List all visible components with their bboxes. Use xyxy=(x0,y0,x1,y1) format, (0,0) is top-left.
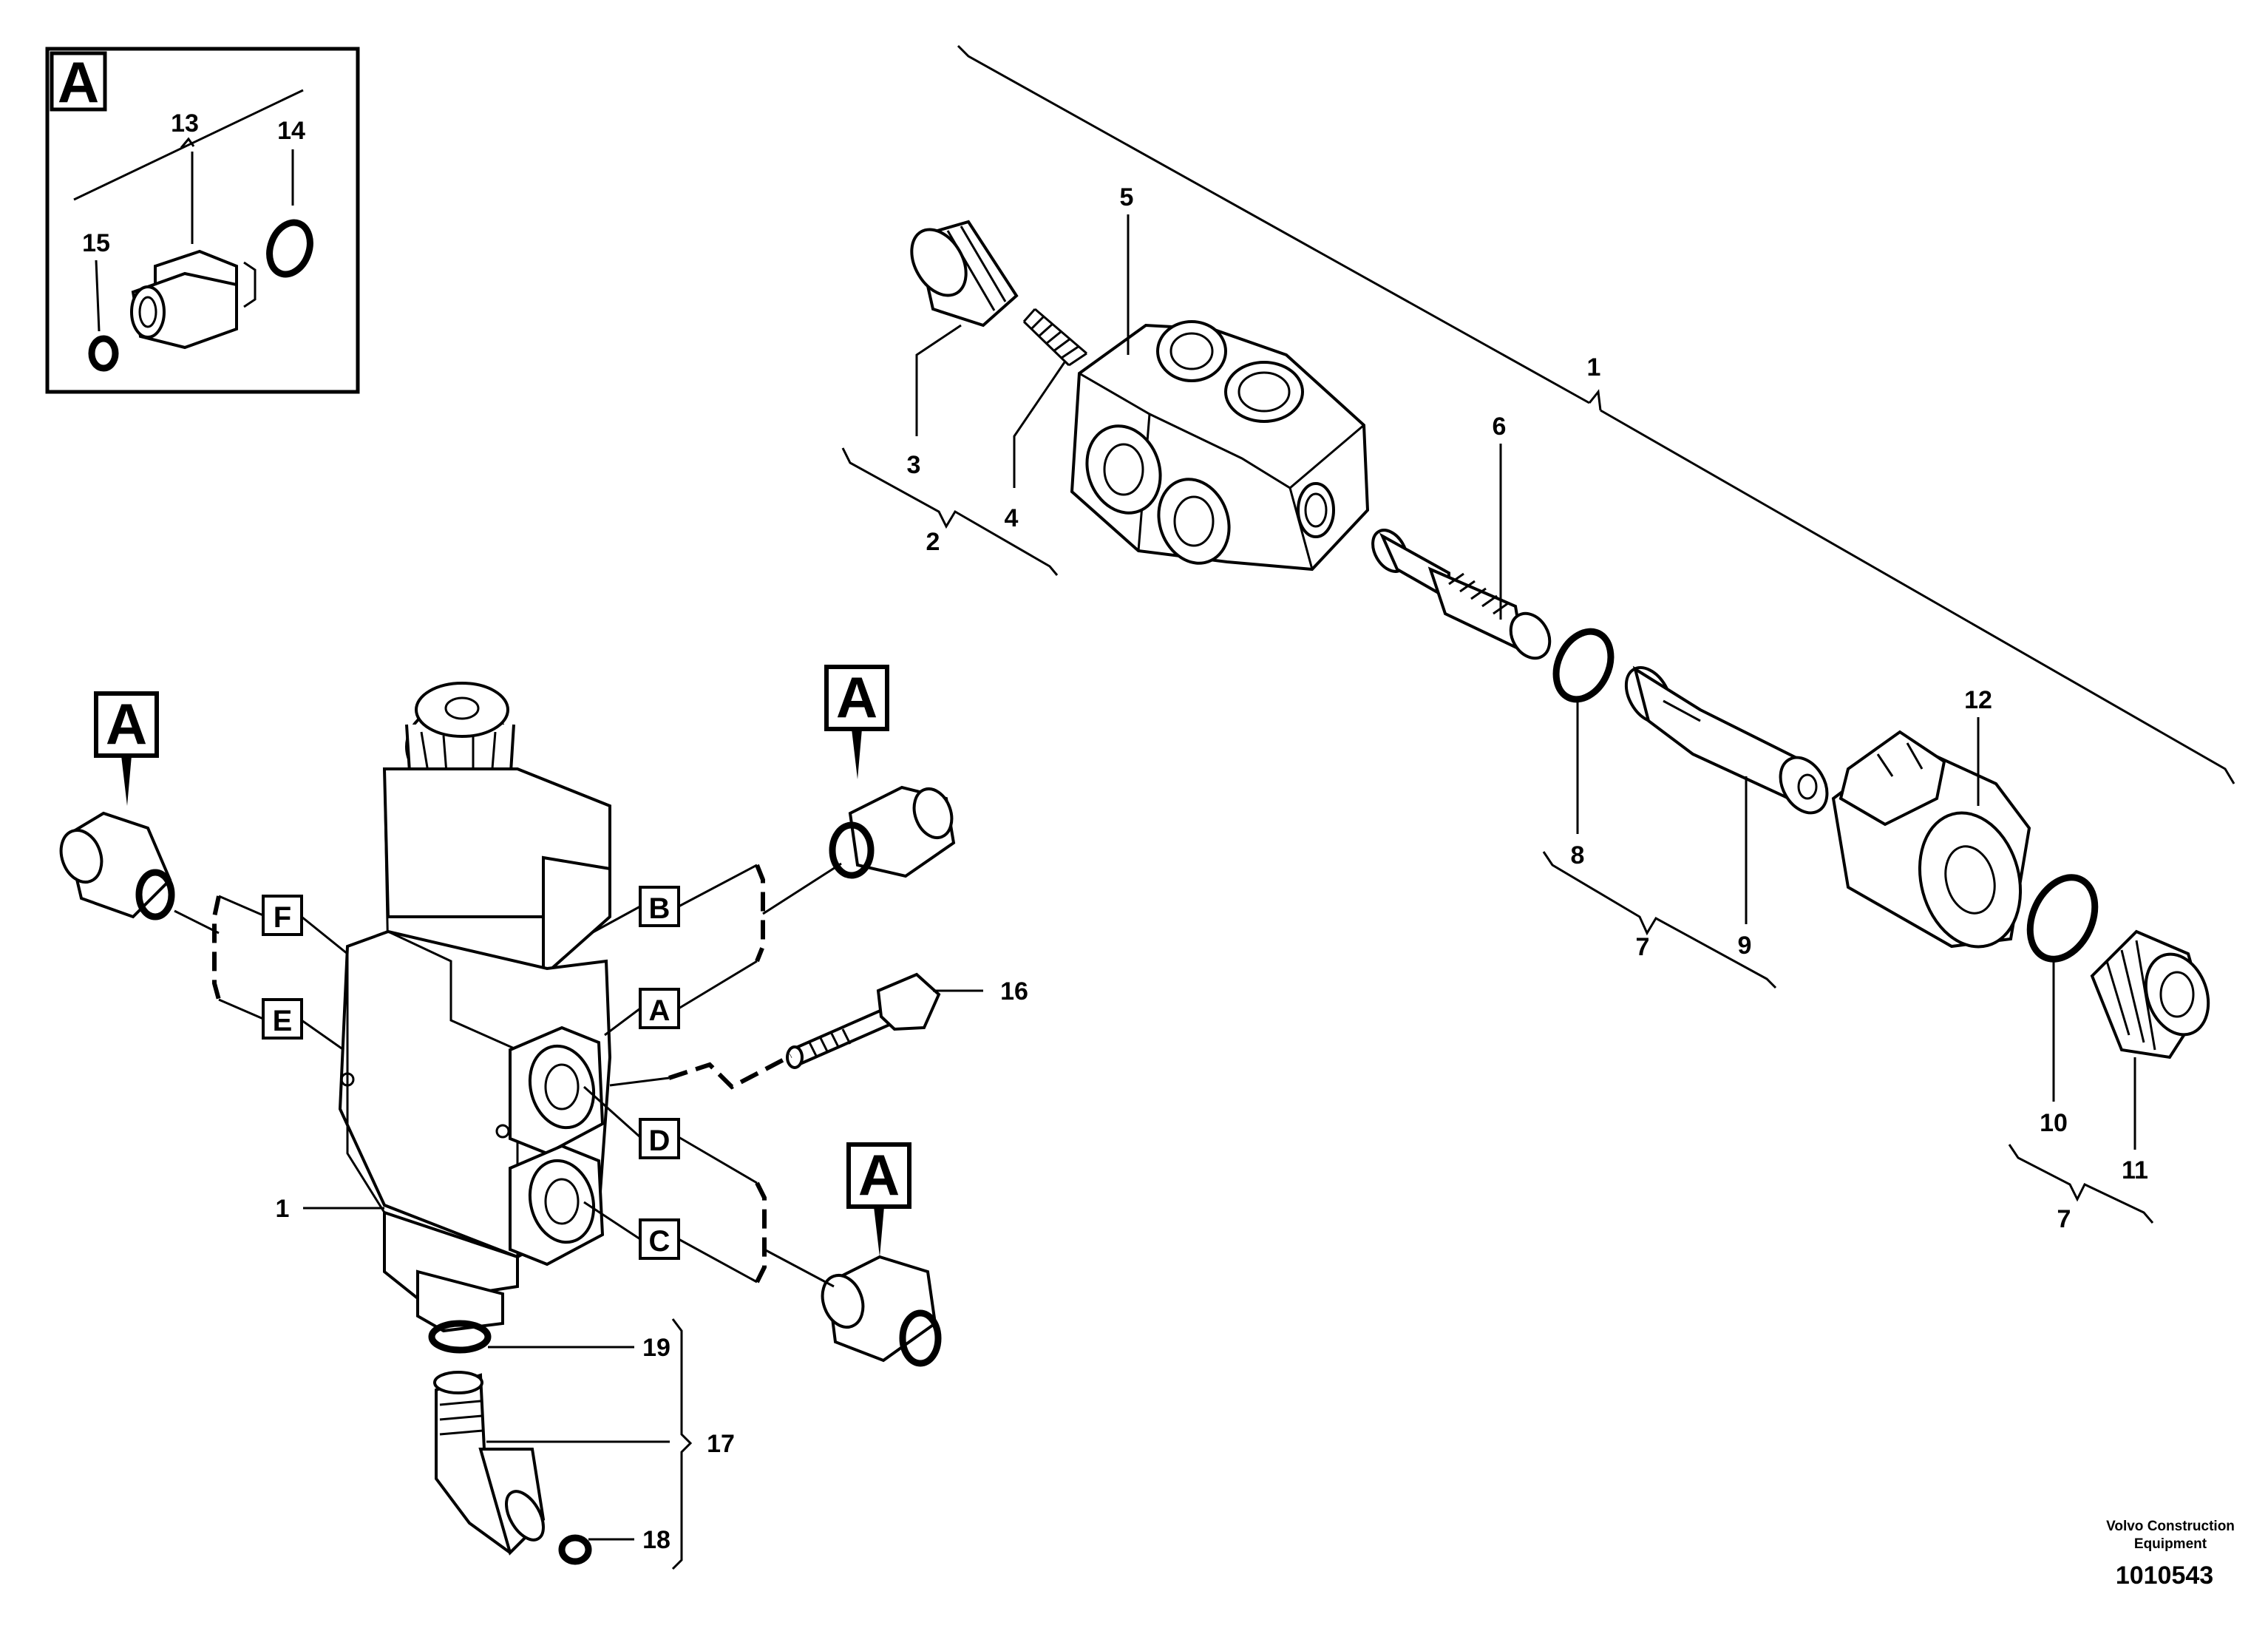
svg-text:F: F xyxy=(274,901,291,934)
callout-16: 16 xyxy=(1000,977,1028,1006)
callout-18: 18 xyxy=(642,1526,670,1554)
o-ring-14 xyxy=(266,219,313,278)
callout-3: 3 xyxy=(907,451,921,479)
o-ring-8 xyxy=(1552,628,1615,703)
valve-body-5 xyxy=(1070,320,1370,572)
callout-6: 6 xyxy=(1493,413,1507,441)
drawing-number: 1010543 xyxy=(2116,1562,2213,1590)
port-c-label: C xyxy=(639,1218,680,1260)
footer: Volvo Construction Equipment 1010543 xyxy=(2106,1519,2235,1590)
callout-7-mid: 7 xyxy=(1636,933,1650,961)
callout-12: 12 xyxy=(1964,686,1992,714)
detail-a-inset: A 13 14 15 xyxy=(45,47,360,394)
callout-9: 9 xyxy=(1738,932,1752,960)
callout-7-right: 7 xyxy=(2057,1205,2071,1233)
callout-5: 5 xyxy=(1120,183,1134,211)
svg-text:D: D xyxy=(649,1125,670,1157)
o-ring-19 xyxy=(428,1320,492,1354)
svg-text:E: E xyxy=(273,1005,293,1037)
svg-text:B: B xyxy=(649,892,670,925)
o-ring-18 xyxy=(558,1534,592,1565)
port-f-label: F xyxy=(262,895,303,936)
callout-10: 10 xyxy=(2040,1109,2068,1137)
bolt-16 xyxy=(786,972,941,1069)
spring-4 xyxy=(1022,308,1087,367)
detail-a-marker-bottom: A xyxy=(858,1142,900,1207)
detail-a-marker-top: A xyxy=(836,665,877,730)
nut-11 xyxy=(2090,929,2210,1059)
svg-text:A: A xyxy=(649,994,670,1027)
callout-14: 14 xyxy=(277,117,305,145)
port-fitting-bottom xyxy=(821,1255,942,1367)
solenoid-coil-12 xyxy=(1831,730,2031,949)
callout-15: 15 xyxy=(82,229,110,257)
callout-4: 4 xyxy=(1005,504,1019,532)
callout-11: 11 xyxy=(2122,1156,2148,1184)
spool-6 xyxy=(1371,529,1552,660)
exploded-cartridge-assembly: 1 3 4 2 xyxy=(841,44,2235,1233)
port-fitting-left xyxy=(59,811,175,920)
callout-19: 19 xyxy=(642,1334,670,1362)
port-e-label: E xyxy=(262,998,303,1040)
callout-8: 8 xyxy=(1571,841,1585,869)
solenoid-valve-1 xyxy=(338,682,612,1333)
port-a-label: A xyxy=(639,988,680,1029)
armature-tube-9 xyxy=(1624,665,1829,815)
callout-1-left: 1 xyxy=(276,1195,290,1223)
cap-nut-3 xyxy=(910,220,1019,328)
company-name-line2: Equipment xyxy=(2134,1536,2207,1552)
callout-2: 2 xyxy=(926,528,940,556)
elbow-fitting-17 xyxy=(433,1371,546,1556)
port-fitting-top xyxy=(829,785,956,879)
valve-assembly: 1 A A A F xyxy=(59,665,1028,1570)
svg-text:C: C xyxy=(649,1225,670,1258)
port-d-label: D xyxy=(639,1118,680,1159)
callout-1-top: 1 xyxy=(1587,353,1601,382)
port-b-label: B xyxy=(639,886,680,927)
o-ring-10 xyxy=(2026,874,2099,963)
detail-a-title: A xyxy=(58,50,99,115)
adapter-fitting-13 xyxy=(130,249,257,350)
callout-17: 17 xyxy=(707,1430,735,1458)
o-ring-15 xyxy=(88,335,119,372)
detail-a-marker-left: A xyxy=(106,691,147,756)
company-name-line1: Volvo Construction xyxy=(2106,1519,2235,1534)
callout-13: 13 xyxy=(171,109,199,138)
